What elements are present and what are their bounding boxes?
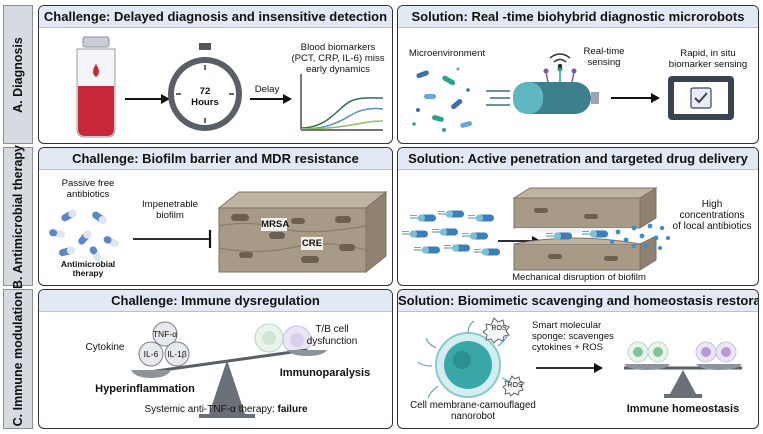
monitor-icon: [668, 76, 734, 120]
row-label-diagnosis: A. Diagnosis: [3, 5, 33, 144]
mrsa-label: MRSA: [261, 219, 290, 230]
biomarker-text-2: (PCT, CRP, IL-6) miss: [291, 53, 385, 64]
cytokine-label: Cytokine: [85, 342, 125, 353]
microrobot-swarm: [401, 210, 501, 256]
sensing-label-2: sensing: [587, 57, 621, 68]
tnf-label: TNF-α: [152, 329, 178, 339]
panel-title: Solution: Active penetration and targete…: [398, 148, 758, 170]
panel-antimicrobial-solution: Solution: Active penetration and targete…: [397, 147, 759, 286]
tb-label-2: dysfunction: [306, 336, 358, 347]
nanorobot-cell: [417, 320, 517, 399]
disruption-label: Mechanical disruption of biofilm: [512, 272, 646, 283]
homeostasis-label: Immune homeostasis: [626, 403, 740, 415]
impenetrable-label-1: Impenetrable: [142, 199, 198, 210]
cre-label: CRE: [301, 238, 323, 249]
biomarker-text-1: Blood biomarkers: [300, 42, 376, 53]
timer-value: 72: [199, 86, 211, 97]
panel-diagnosis-challenge: Challenge: Delayed diagnosis and insensi…: [38, 5, 393, 144]
high-conc-label-3: of local antibiotics: [672, 221, 752, 232]
camouflaged-label-1: Cell membrane-camouflaged: [410, 400, 536, 411]
ros-label-top: ROS: [491, 325, 507, 332]
il6-label: IL-6: [143, 349, 159, 359]
passive-label-2: antibiotics: [66, 189, 110, 200]
delay-label: Delay: [254, 84, 280, 95]
ros-label-bottom: ROS: [507, 382, 523, 389]
panel-diagnosis-solution: Solution: Real -time biohybrid diagnosti…: [397, 5, 759, 144]
antibiotic-droplets: [610, 223, 670, 250]
panel-title: Challenge: Immune dysregulation: [39, 290, 392, 312]
panel-immune-solution: Solution: Biomimetic scavenging and home…: [397, 289, 759, 429]
impenetrable-label-2: biofilm: [156, 210, 184, 221]
il1b-label: IL-1β: [167, 349, 187, 359]
cytokine-bubbles: [138, 321, 190, 367]
sensing-label-1: Real-time: [583, 46, 625, 57]
passive-label-1: Passive free: [61, 178, 115, 189]
systemic-therapy-label: Systemic anti-TNF-α therapy: failure: [144, 404, 308, 415]
timer-unit: Hours: [191, 97, 219, 108]
row-label-antimicrobial: B. Antimicrobial therapy: [3, 144, 33, 289]
sponge-label-3: cytokines + ROS: [532, 342, 604, 353]
biomarker-curve-chart: [300, 74, 384, 131]
therapy-label-1: Antimicrobial: [60, 259, 116, 269]
high-conc-label-1: High: [701, 199, 723, 210]
biomarker-text-3: early dynamics: [306, 64, 370, 75]
antimicrobial-solution-illustration: [401, 187, 670, 271]
panel-title: Solution: Biomimetic scavenging and home…: [398, 290, 758, 312]
immune-cells: [254, 323, 312, 355]
microrobot-icon: [486, 66, 599, 114]
blood-vial-icon: [76, 36, 116, 138]
rapid-label-2: biomarker sensing: [668, 59, 748, 70]
diagnosis-solution-illustration: [412, 53, 734, 132]
therapy-label-2: therapy: [72, 268, 104, 278]
panel-title: Challenge: Delayed diagnosis and insensi…: [39, 6, 392, 28]
hyperinflammation-label: Hyperinflammation: [95, 383, 195, 395]
biofilm-block: [217, 190, 388, 274]
sponge-label-1: Smart molecular: [532, 320, 602, 331]
failure-label: failure: [277, 404, 308, 415]
panel-antimicrobial-challenge: Challenge: Biofilm barrier and MDR resis…: [38, 147, 393, 286]
microenvironment-bacteria: [412, 67, 473, 132]
panel-immune-challenge: Challenge: Immune dysregulation TNF-α IL…: [38, 289, 393, 429]
sponge-label-2: sponge: scavenges: [532, 331, 614, 342]
panel-title: Solution: Real -time biohybrid diagnosti…: [398, 6, 758, 28]
diagnosis-challenge-illustration: [76, 36, 384, 138]
immune-challenge-illustration: [131, 321, 327, 418]
timer-icon: [168, 43, 242, 131]
immunoparalysis-label: Immunoparalysis: [279, 367, 371, 379]
high-conc-label-2: concentrations: [679, 210, 745, 221]
imbalance-scale: [131, 348, 327, 418]
camouflaged-label-2: nanorobot: [450, 411, 496, 422]
blocked-arrow: [133, 230, 212, 248]
immune-solution-illustration: [417, 317, 742, 399]
capsule-pills: [49, 209, 119, 262]
microenvironment-label: Microenvironment: [408, 48, 486, 59]
ros-burst-icon: [482, 317, 525, 397]
row-label-immune: C. Immune modulation: [3, 289, 33, 429]
antimicrobial-challenge-illustration: [49, 190, 388, 274]
panel-title: Challenge: Biofilm barrier and MDR resis…: [39, 148, 392, 170]
rapid-label-1: Rapid, in situ: [680, 48, 736, 59]
balanced-scale: [624, 341, 742, 398]
wifi-icon: [549, 53, 571, 69]
split-biofilm: [512, 187, 658, 271]
tb-label-1: T/B cell: [315, 324, 349, 335]
